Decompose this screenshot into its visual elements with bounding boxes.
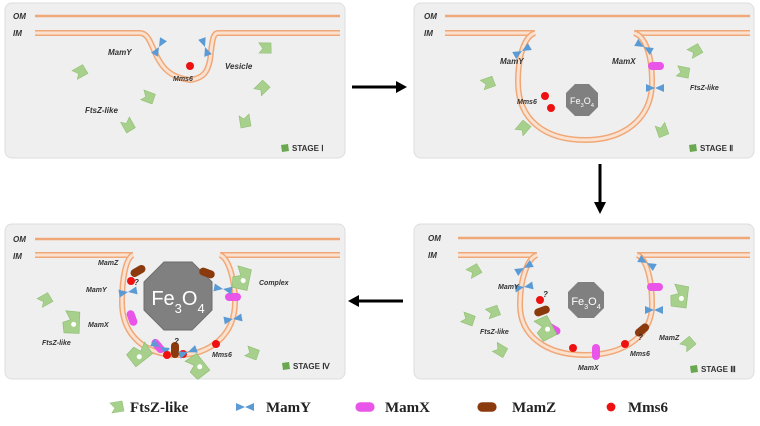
legend-label: Mms6 [628, 400, 668, 416]
mamy-label: MamY [108, 48, 132, 57]
stage-label: STAGE Ⅲ [701, 365, 736, 374]
magnetite-crystal [566, 84, 598, 116]
mamx-label: MamX [612, 57, 636, 66]
legend-item-mms6: Mms6 [606, 400, 668, 416]
mms6-label: Mms6 [173, 76, 193, 83]
mamy-icon [236, 403, 254, 411]
crystal-label: Fe3O4 [570, 96, 595, 109]
mms6-protein [163, 351, 171, 359]
legend-item-mamz: MamZ [477, 400, 556, 416]
legend-label: FtsZ-like [130, 400, 189, 416]
ftsz-icon [689, 144, 697, 152]
ftsz-label: FtsZ-like [42, 340, 71, 347]
mms6-protein [547, 104, 555, 112]
outer-membrane-label: OM [428, 234, 441, 243]
legend: FtsZ-like MamY MamX MamZ Mms6 [109, 400, 668, 416]
outer-membrane-label: OM [13, 12, 26, 21]
mms6-protein [541, 92, 549, 100]
mms6-icon [606, 402, 616, 412]
legend-label: MamX [385, 400, 430, 416]
legend-label: MamY [266, 400, 311, 416]
crystal-label: Fe3O4 [571, 296, 600, 311]
mamx-icon [355, 402, 375, 412]
ftsz-icon [281, 144, 289, 152]
ftsz-icon [282, 362, 290, 370]
panel-stage-4: OM IM Fe3O4 MamZ ? MamY Complex MamX ? F… [4, 223, 346, 382]
outer-membrane-label: OM [13, 235, 26, 244]
mms6-label: Mms6 [212, 352, 232, 359]
mamx-protein [647, 283, 663, 291]
question-mark: ? [638, 333, 643, 342]
ftsz-label: FtsZ-like [480, 329, 509, 336]
mamx-label: MamX [88, 322, 110, 329]
magnetite-crystal [568, 282, 604, 318]
mms6-protein [212, 340, 220, 348]
legend-item-ftsz: FtsZ-like [109, 400, 189, 416]
crystal-label: Fe3O4 [151, 288, 204, 316]
panel-stage-3: OM IM Fe3O4 MamY ? FtsZ-like MamZ ? Mms6… [413, 223, 755, 380]
mamz-icon [477, 402, 497, 412]
mamy-label: MamY [498, 284, 520, 291]
complex-label: Complex [259, 280, 290, 287]
mamx-protein [225, 293, 241, 301]
panel-stage-2: OM IM Fe3O4 MamY MamX FtsZ-like Mms6 STA… [413, 2, 755, 159]
mms6-label: Mms6 [517, 99, 537, 106]
outer-membrane-label: OM [424, 12, 437, 21]
mamz-label: MamZ [659, 335, 680, 342]
arrow-down [594, 164, 606, 214]
ftsz-icon [690, 365, 698, 373]
stage-label: STAGE Ⅳ [293, 362, 330, 371]
legend-item-mamx: MamX [355, 400, 430, 416]
question-mark: ? [543, 290, 548, 299]
ftsz-icon [109, 400, 125, 414]
mamx-label: MamX [578, 365, 600, 372]
stage-label: STAGE Ⅱ [700, 144, 733, 153]
inner-membrane-label: IM [424, 29, 433, 38]
legend-item-mamy: MamY [236, 400, 311, 416]
mms6-label: Mms6 [630, 351, 650, 358]
arrow-left [348, 295, 403, 307]
mms6-protein [569, 344, 577, 352]
inner-membrane-label: IM [428, 251, 437, 260]
mms6-protein [186, 62, 194, 70]
stage-label: STAGE Ⅰ [292, 144, 324, 153]
inner-membrane-label: IM [13, 252, 22, 261]
panel-stage-1: OM IM MamY Mms6 Vesicle FtsZ-like STAGE … [4, 2, 346, 159]
vesicle-label: Vesicle [225, 62, 253, 71]
legend-label: MamZ [512, 400, 556, 416]
question-mark: ? [134, 278, 139, 287]
mamy-label: MamY [500, 57, 524, 66]
mamy-label: MamY [86, 287, 108, 294]
mamz-label: MamZ [98, 260, 119, 267]
arrow-right [352, 81, 407, 93]
magnetite-crystal [143, 261, 213, 331]
inner-membrane-label: IM [13, 29, 22, 38]
mms6-protein [621, 340, 629, 348]
question-mark: ? [174, 337, 179, 346]
ftsz-label: FtsZ-like [85, 106, 118, 115]
mamx-protein [592, 344, 600, 360]
mamx-protein [648, 62, 664, 70]
ftsz-label: FtsZ-like [690, 85, 719, 92]
